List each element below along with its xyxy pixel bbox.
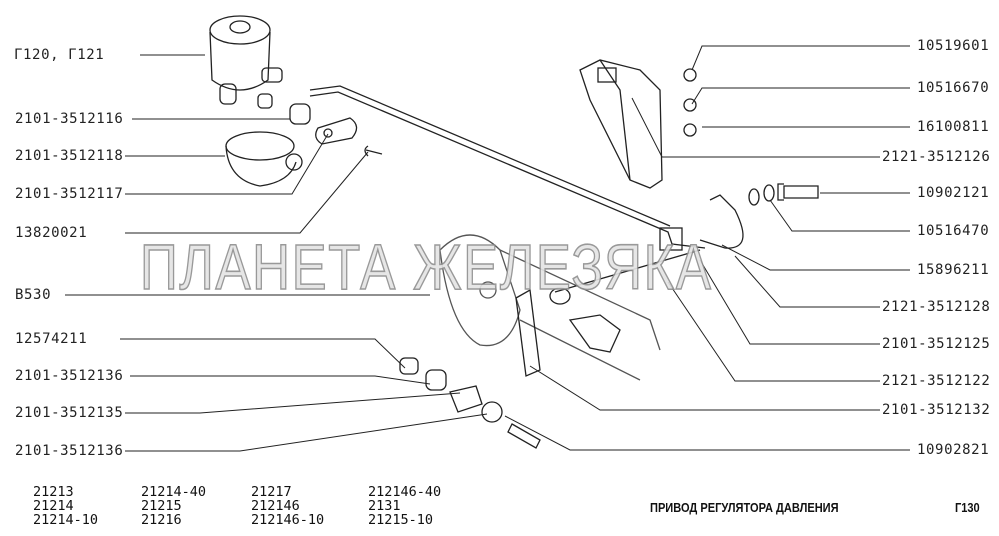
part-label: 10902821	[917, 442, 990, 458]
bushing	[481, 401, 503, 423]
part-label: 10516470	[917, 223, 990, 239]
part-label: B530	[15, 287, 52, 303]
model-code: 212146-10	[251, 512, 325, 528]
spacer-sleeve	[449, 385, 483, 413]
part-label: 10519601	[917, 38, 990, 54]
bolt	[364, 145, 383, 157]
bushing	[399, 357, 419, 375]
part-label: 2101-3512135	[15, 405, 124, 421]
part-label: 12574211	[15, 331, 88, 347]
part-label: 2101-3512136	[15, 368, 124, 384]
clamp	[699, 194, 744, 249]
part-label: 2101-3512125	[882, 336, 991, 352]
part-label: 2101-3512132	[882, 402, 991, 418]
model-code: 2131	[368, 498, 401, 514]
model-code: 21214	[33, 498, 74, 514]
washer	[763, 184, 775, 202]
bushing	[425, 369, 447, 391]
part-label: 2101-3512118	[15, 148, 124, 164]
rod-bushing	[659, 227, 683, 251]
model-code: 21215-10	[368, 512, 434, 528]
model-code: 212146-40	[368, 484, 442, 500]
bolt	[777, 183, 819, 201]
axle-housing	[439, 234, 661, 381]
part-label: Г120, Г121	[14, 47, 105, 63]
part-label: 16100811	[917, 119, 990, 135]
part-label: 15896211	[917, 262, 990, 278]
mounting-bracket	[579, 59, 663, 189]
diagram-title: ПРИВОД РЕГУЛЯТОРА ДАВЛЕНИЯ	[650, 500, 839, 515]
washer	[683, 98, 697, 112]
model-code: 21214-10	[33, 512, 99, 528]
model-code: 21217	[251, 484, 292, 500]
part-label: 13820021	[15, 225, 88, 241]
page-code: Г130	[955, 500, 980, 515]
model-code: 21216	[141, 512, 182, 528]
part-label: 2121-3512122	[882, 373, 991, 389]
link-plate	[515, 288, 541, 377]
part-label: 2101-3512117	[15, 186, 124, 202]
part-label: 10902121	[917, 185, 990, 201]
rod-eye	[549, 287, 571, 305]
part-label: 2121-3512126	[882, 149, 991, 165]
axle-bracket	[568, 314, 621, 353]
protective-cap	[225, 131, 303, 187]
part-label: 2101-3512136	[15, 443, 124, 459]
model-code: 21215	[141, 498, 182, 514]
torsion-rod	[309, 85, 706, 249]
part-label: 2101-3512116	[15, 111, 124, 127]
watermark: ПЛАНЕТА ЖЕЛЕЗЯКА	[139, 231, 713, 303]
lever-rod	[554, 249, 701, 293]
bolt	[507, 423, 541, 449]
model-code: 21213	[33, 484, 74, 500]
part-label: 10516670	[917, 80, 990, 96]
pressure-regulator	[209, 15, 283, 109]
model-code: 21214-40	[141, 484, 207, 500]
model-code: 212146	[251, 498, 300, 514]
part-label: 2121-3512128	[882, 299, 991, 315]
bushing	[289, 103, 311, 125]
link-bracket	[315, 117, 358, 145]
washer	[748, 188, 760, 206]
nut	[683, 68, 697, 82]
nut	[683, 123, 697, 137]
